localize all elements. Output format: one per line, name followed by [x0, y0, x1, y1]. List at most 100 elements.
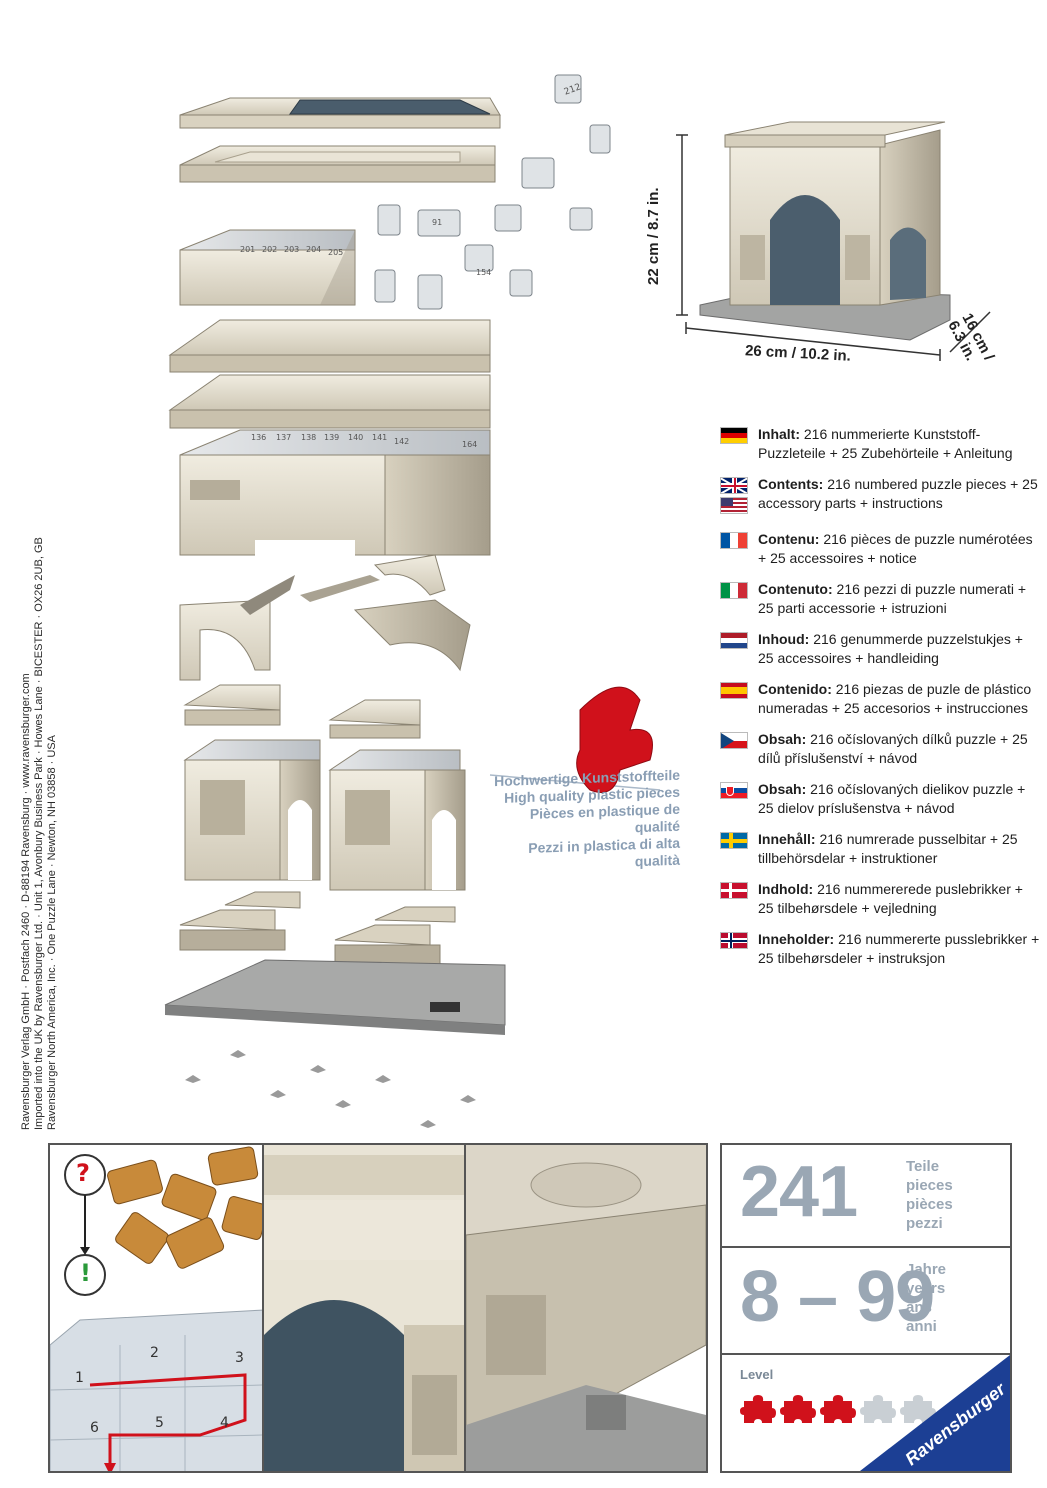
contents-label: Contenu:: [758, 531, 820, 547]
flag-fr-icon: [720, 532, 748, 549]
contents-description: 216 očíslovaných dielikov puzzle + 25 di…: [758, 781, 1026, 816]
loose-puzzle-pieces: [374, 74, 611, 310]
flag-no-icon: [720, 932, 748, 949]
level-piece-empty-icon: [900, 1395, 936, 1423]
flag-group: [720, 882, 750, 902]
piece-number: 203: [284, 245, 300, 254]
piece-number: 142: [394, 437, 410, 446]
unit-label: ans: [906, 1299, 932, 1316]
pillar-caps: [183, 684, 421, 739]
contents-text: Indhold: 216 nummererede puslebrikker + …: [758, 880, 1040, 917]
contents-text: Contenu: 216 pièces de puzzle numérotées…: [758, 530, 1040, 567]
contents-row-dk: Indhold: 216 nummererede puslebrikker + …: [720, 880, 1040, 917]
contents-row-cz: Obsah: 216 očíslovaných dílků puzzle + 2…: [720, 730, 1040, 767]
contents-label: Obsah:: [758, 781, 807, 797]
callout-line: Pezzi in plastica di alta qualità: [528, 834, 680, 870]
level-piece-filled-icon: [780, 1395, 816, 1423]
contents-label: Indhold:: [758, 881, 814, 897]
flag-us-icon: [720, 497, 748, 514]
flag-group: [720, 427, 750, 447]
flag-se-icon: [720, 832, 748, 849]
finished-model-svg: [676, 121, 991, 361]
contents-row-sk: Obsah: 216 očíslovaných dielikov puzzle …: [720, 780, 1040, 817]
contents-text: Inhoud: 216 genummerde puzzelstukjes + 2…: [758, 630, 1040, 667]
contents-row-es: Contenido: 216 piezas de puzle de plásti…: [720, 680, 1040, 717]
pillar-right: [328, 749, 466, 891]
step-number: 6: [90, 1420, 99, 1436]
age-range-row: 8 – 99 Jahre years ans anni: [722, 1248, 1010, 1355]
numbering-guide-panel: ? ! 1 2 3 4 5 6: [50, 1145, 264, 1471]
flag-gb-icon: [720, 477, 748, 494]
level-row: Level Ravensburger: [722, 1355, 1010, 1471]
age-range: 8 – 99: [740, 1257, 935, 1337]
contents-label: Obsah:: [758, 731, 807, 747]
contents-label: Innehåll:: [758, 831, 816, 847]
roof-layer: [179, 97, 501, 129]
level-piece-filled-icon: [820, 1395, 856, 1423]
flag-de-icon: [720, 427, 748, 444]
piece-number: 205: [328, 248, 344, 257]
exploded-model-illustration: [160, 70, 700, 1150]
question-mark-icon: ?: [76, 1159, 90, 1187]
level-label: Level: [740, 1367, 774, 1382]
ceiling-frame-2: [168, 374, 491, 429]
contents-row-gb: Contents: 216 numbered puzzle pieces + 2…: [720, 475, 1040, 517]
contents-row-de: Inhalt: 216 nummerierte Kunststoff-Puzzl…: [720, 425, 1040, 462]
clip-pieces: [185, 1050, 476, 1128]
piece-number: 138: [301, 433, 317, 442]
contents-description: 216 genummerde puzzelstukjes + 25 access…: [758, 631, 1023, 666]
unit-label: Jahre: [906, 1261, 947, 1278]
frame-layer: [179, 145, 496, 183]
piece-number: 136: [251, 433, 267, 442]
unit-label: Teile: [906, 1158, 940, 1175]
imprint-line: Ravensburger North America, Inc. · One P…: [46, 735, 58, 1130]
contents-text: Inneholder: 216 nummererte pusslebrikker…: [758, 930, 1040, 967]
piece-count: 241: [740, 1152, 858, 1232]
base-steps: [179, 891, 456, 966]
contents-list: Inhalt: 216 nummerierte Kunststoff-Puzzl…: [720, 425, 1040, 980]
plastic-quality-callout: Hochwertige Kunststoffteile High quality…: [490, 767, 680, 876]
roof-closeup-svg: [466, 1145, 706, 1471]
contents-description: 216 piezas de puzle de plástico numerada…: [758, 681, 1032, 716]
contents-description: 216 nummererede puslebrikker + 25 tilbeh…: [758, 881, 1023, 916]
flag-group: [720, 832, 750, 852]
contents-text: Obsah: 216 očíslovaných dielikov puzzle …: [758, 780, 1040, 817]
flag-group: [720, 582, 750, 602]
piece-number: 204: [306, 245, 322, 254]
unit-label: anni: [906, 1318, 937, 1335]
flag-it-icon: [720, 582, 748, 599]
arch-closeup-panel: [264, 1145, 466, 1471]
piece-count-units: Teile pieces pièces pezzi: [906, 1157, 953, 1233]
contents-description: 216 nummerierte Kunststoff-Puzzleteile +…: [758, 426, 1013, 461]
pillar-left: [183, 739, 321, 881]
publisher-imprint: Ravensburger Verlag GmbH · Postfach 2460…: [20, 530, 59, 1130]
contents-label: Inhoud:: [758, 631, 810, 647]
callout-leader: [489, 774, 661, 791]
contents-row-it: Contenuto: 216 pezzi di puzzle numerati …: [720, 580, 1040, 617]
level-piece-empty-icon: [860, 1395, 896, 1423]
red-piece: [576, 686, 653, 793]
level-piece-filled-icon: [740, 1395, 776, 1423]
piece-number: 164: [462, 440, 478, 449]
piece-number: 201: [240, 245, 256, 254]
contents-description: 216 nummererte pusslebrikker + 25 tilbeh…: [758, 931, 1040, 966]
flag-group: [720, 632, 750, 652]
contents-row-fr: Contenu: 216 pièces de puzzle numérotées…: [720, 530, 1040, 567]
level-pieces: [740, 1393, 936, 1425]
contents-description: 216 očíslovaných dílků puzzle + 25 dílů …: [758, 731, 1028, 766]
contents-description: 216 pièces de puzzle numérotées + 25 acc…: [758, 531, 1033, 566]
exploded-model-svg: [164, 74, 661, 1128]
roof-closeup-panel: [466, 1145, 706, 1471]
step-number: 1: [75, 1370, 84, 1386]
flag-group: [720, 932, 750, 952]
ceiling-frame-1: [168, 319, 491, 373]
step-number: 2: [150, 1345, 159, 1361]
contents-description: 216 numrerade pusselbitar + 25 tillbehör…: [758, 831, 1018, 866]
arch-pieces: [179, 554, 471, 681]
piece-count-row: 241 Teile pieces pièces pezzi: [722, 1145, 1010, 1248]
step-number: 4: [220, 1415, 229, 1431]
attic-box: [179, 429, 491, 580]
numbering-guide-svg: [50, 1145, 262, 1471]
contents-text: Contenuto: 216 pezzi di puzzle numerati …: [758, 580, 1040, 617]
step-number: 3: [235, 1350, 244, 1366]
